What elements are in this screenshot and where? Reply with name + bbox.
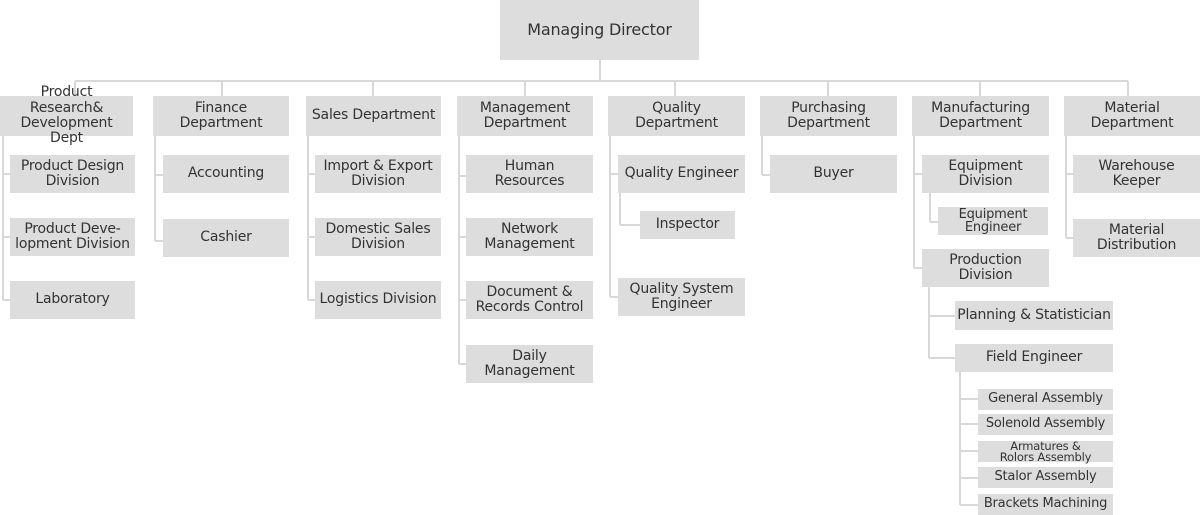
quality-engineer-node: Quality Engineer [618,155,745,193]
cashier-node: Cashier [163,219,289,257]
human-resources-node: Human Resources [466,155,593,193]
inspector-node: Inspector [640,211,735,239]
product-development-division-node: Product Deve- lopment Division [10,218,135,256]
accounting-node: Accounting [163,155,289,193]
solenold-assembly-node: Solenold Assembly [978,414,1113,435]
domestic-sales-division-node: Domestic Sales Division [315,218,441,256]
document-records-control-node: Document & Records Control [466,281,593,319]
logistics-division-node: Logistics Division [315,281,441,319]
material-distribution-node: Material Distribution [1073,219,1200,257]
laboratory-node: Laboratory [10,281,135,319]
armatures-rolors-assembly-node: Armatures & Rolors Assembly [978,440,1113,462]
buyer-node: Buyer [770,155,897,193]
dept-material-node: Material Department [1064,96,1200,136]
product-design-division-node: Product Design Division [10,155,135,193]
network-management-node: Network Management [466,218,593,256]
planning-statistician-node: Planning & Statistician [955,301,1113,330]
dept-product-research-node: Product Research& Development Dept [0,85,133,146]
warehouse-keeper-node: Warehouse Keeper [1073,155,1200,193]
field-engineer-node: Field Engineer [955,344,1113,372]
import-export-division-node: Import & Export Division [315,155,441,193]
quality-system-engineer-node: Quality System Engineer [618,278,745,316]
equipment-engineer-node: Equipment Engineer [938,207,1048,235]
managing-director-node: Managing Director [500,0,699,60]
dept-purchasing-node: Purchasing Department [760,96,897,136]
stalor-assembly-node: Stalor Assembly [978,467,1113,488]
general-assembly-node: General Assembly [978,389,1113,410]
dept-manufacturing-node: Manufacturing Department [912,96,1049,136]
daily-management-node: Daily Management [466,345,593,383]
dept-quality-node: Quality Department [608,96,745,136]
dept-finance-node: Finance Department [153,96,289,136]
connector-lines [2,60,1129,506]
dept-management-node: Management Department [457,96,593,136]
production-division-node: Production Division [922,249,1049,287]
equipment-division-node: Equipment Division [922,155,1049,193]
dept-sales-node: Sales Department [306,96,441,136]
brackets-machining-node: Brackets Machining [978,494,1113,515]
